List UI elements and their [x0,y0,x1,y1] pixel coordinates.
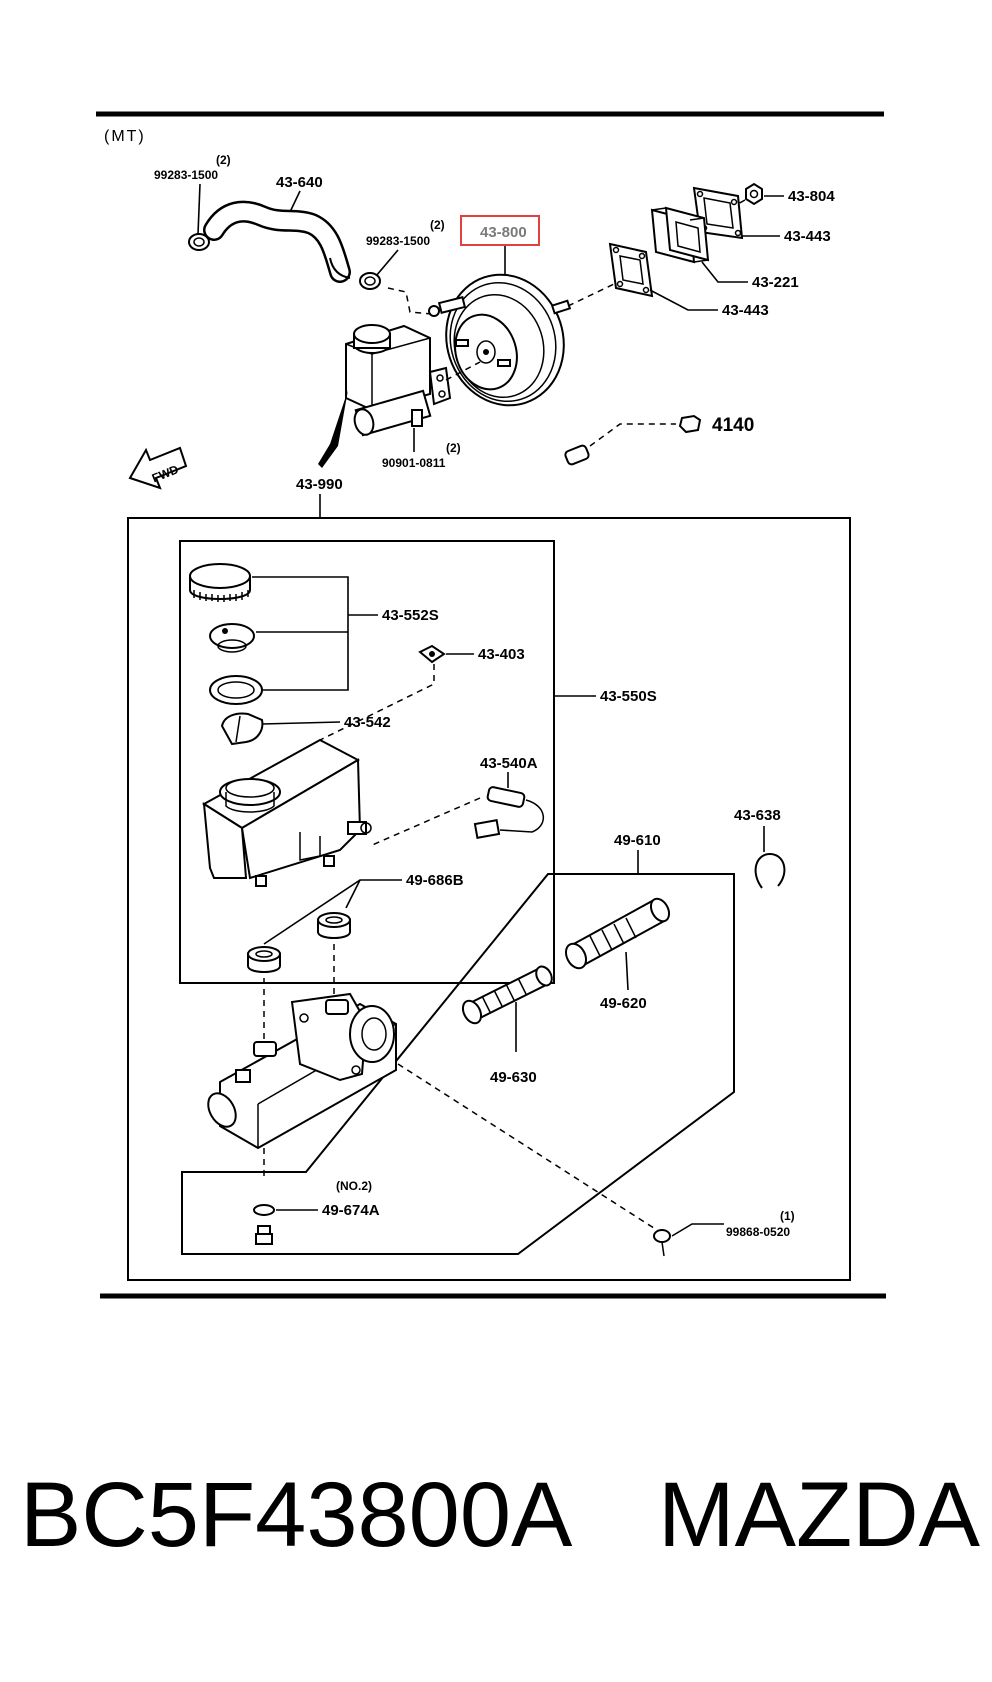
reservoir-kit-label: 43-550S [600,688,657,705]
gasket-bottom-leader [649,289,718,311]
assembly-frame [127,517,851,1281]
snap-ring-label: 43-638 [734,807,781,824]
booster-highlight-box [460,215,540,246]
cap-kit-bracket [252,576,349,691]
spacer-label: 43-221 [752,274,799,291]
hose-label: 43-640 [276,174,323,191]
bleeder-screw [255,1225,273,1245]
cap-kit-label: 43-552S [382,607,439,624]
gasket-bottom [608,242,654,298]
piston-kit-label: 49-610 [614,832,661,849]
secondary-piston [461,965,553,1025]
brake-booster [428,273,572,407]
piston-kit-frame [181,873,735,1255]
bleeder-label: 49-674A [322,1202,380,1219]
clip-center-leader [375,249,399,277]
bleeder-note-label: (NO.2) [336,1179,372,1193]
grommet-left [247,946,281,973]
clip-top-left-leader [197,183,201,235]
nut [745,182,763,206]
reservoir-seal [220,712,264,746]
reference-arrow-icon [678,414,702,434]
bleeder-cap [253,1204,275,1216]
part-number: BC5F43800A [20,1464,573,1566]
qty-label-2c: (2) [446,441,461,455]
clip-center-label: 99283-1500 [366,234,430,248]
master-cylinder-assembly-top [345,324,452,437]
clevis-pin [564,444,590,466]
sensor-label: 43-540A [480,755,538,772]
sensor-dashline [369,797,481,847]
grommet-right [317,912,351,939]
ref-4140-label: 4140 [712,415,754,436]
grommet-leader-b [345,879,361,909]
forward-arrow-icon [128,446,188,490]
hose-to-booster-dashline [387,287,433,315]
footer: BC5F43800A MAZDA [20,1455,980,1575]
strainer [418,644,446,664]
clip-top-left-label: 99283-1500 [154,168,218,182]
pin-dashline [589,423,676,447]
seal-542-label: 43-542 [344,714,391,731]
secondary-piston-label: 49-630 [490,1069,537,1086]
nut-label: 43-804 [788,188,835,205]
screw-leader [671,1223,724,1237]
hose-end-band [329,257,351,279]
reservoir-kit-frame [179,540,555,984]
assy-wedge-leader [318,390,348,468]
strainer-label: 43-403 [478,646,525,663]
snap-ring [754,852,786,889]
reservoir-tank [202,738,372,887]
gasket-top-label: 43-443 [784,228,831,245]
level-sensor [473,786,544,839]
reservoir-filter [209,623,255,653]
qty-label-2b: (2) [430,218,445,232]
seal-ring [209,675,263,705]
gasket-bottom-label: 43-443 [722,302,769,319]
spacer-leader [701,261,748,283]
hose-clip-left [188,233,210,251]
mounting-screw [653,1229,671,1257]
primary-piston-label: 49-620 [600,995,647,1012]
hose-leader [289,190,301,213]
seal-542-leader [261,721,341,725]
grommet-label: 49-686B [406,872,464,889]
hose [205,203,349,281]
body-to-screw-dashline [397,1063,661,1233]
qty-label-2a: (2) [216,153,231,167]
reservoir-cap [189,563,251,602]
booster-label: 43-800 [480,224,527,241]
variant-label: (MT) [104,128,146,145]
brand-name: MAZDA [658,1464,980,1566]
booster-to-gasket-dashline [567,283,615,307]
primary-piston-leader [625,951,629,991]
screw-label: 99868-0520 [726,1225,790,1239]
qty-label-1: (1) [780,1209,795,1223]
master-cylinder-body [207,992,397,1150]
primary-piston [564,897,671,970]
spacer [650,206,710,264]
bolt-label: 90901-0811 [382,456,446,470]
master-cyl-assy-label: 43-990 [296,476,343,493]
hose-clip-center [359,272,381,290]
